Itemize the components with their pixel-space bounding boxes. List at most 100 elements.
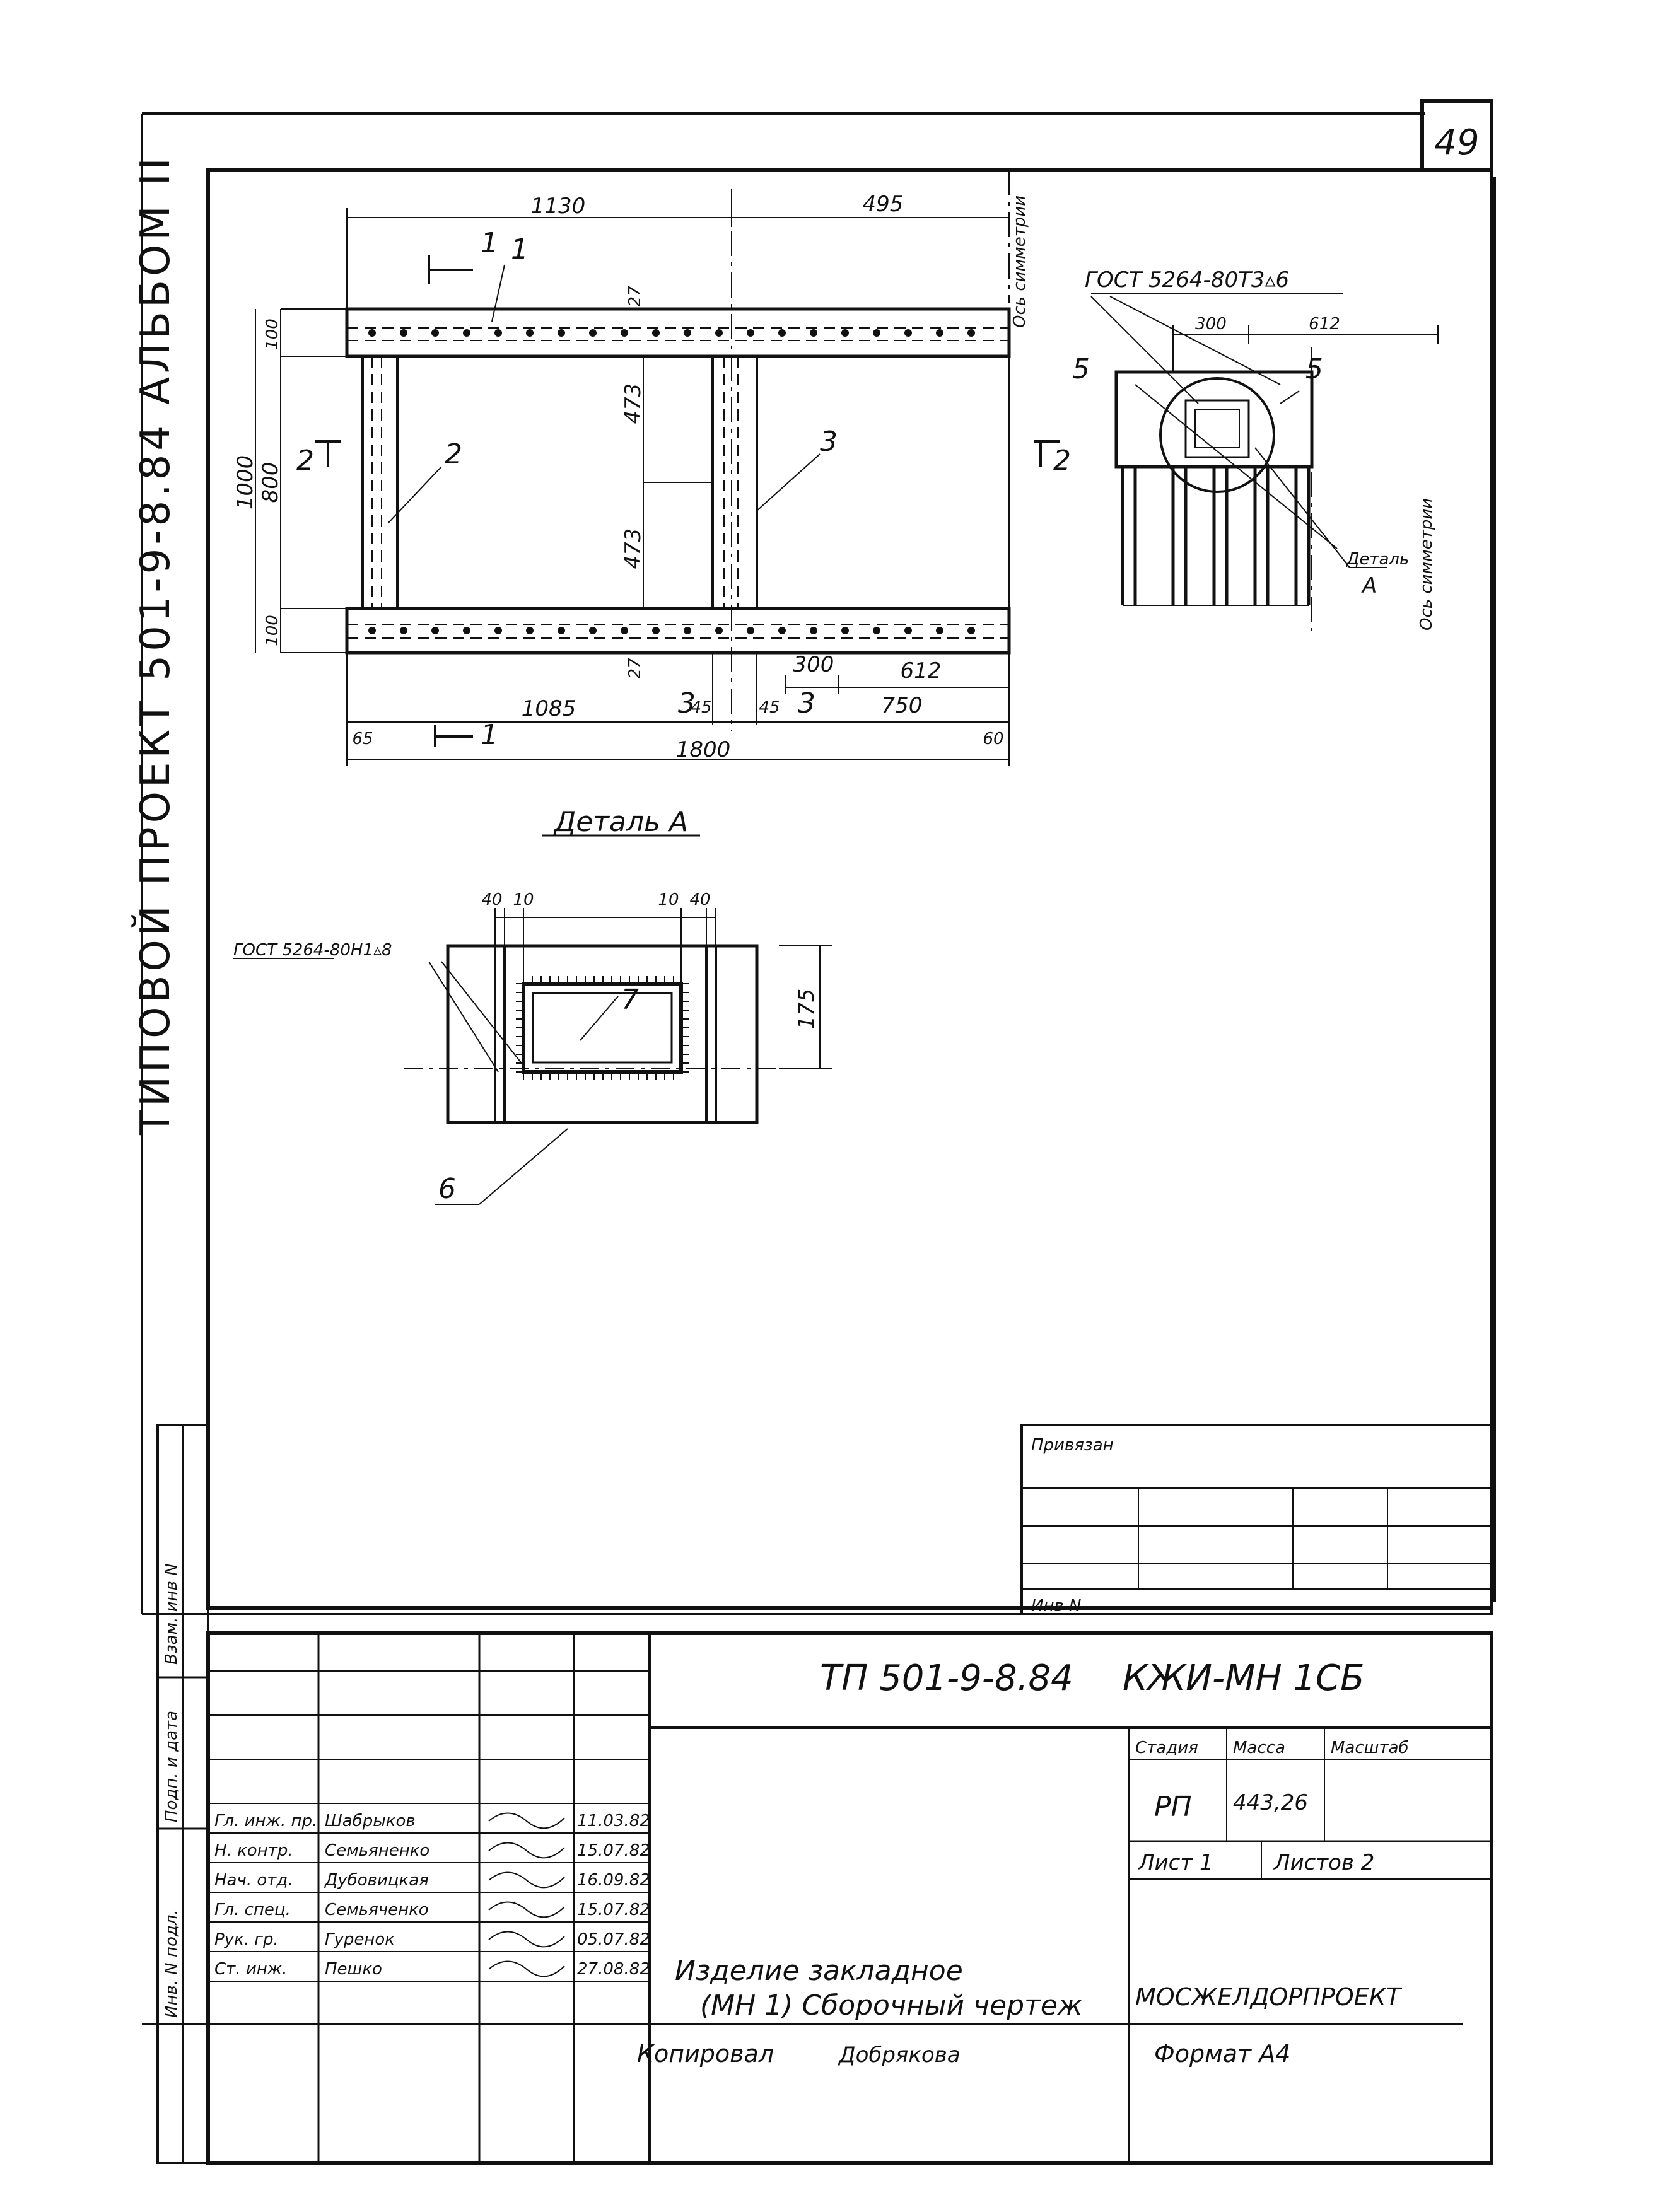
section3-mark-left: 3 [678, 687, 696, 719]
anchor-dot [400, 627, 407, 634]
organization-name: МОСЖЕЛДОРПРОЕКТ [1135, 1983, 1403, 2011]
signature-mark [488, 1931, 565, 1948]
dim-60: 60 [983, 730, 1003, 748]
left-strip-podp: Подп. и дата [162, 1711, 181, 1822]
stadia-value: РП [1154, 1791, 1192, 1823]
dim-65: 65 [352, 730, 373, 748]
anchor-dot [873, 627, 880, 634]
anchor-dot [400, 329, 407, 337]
title-block-texts: Привязан Инв N ТП 501-9-8.84 КЖИ-МН 1СБ … [637, 1436, 1409, 2068]
anchor-dot [431, 627, 439, 634]
signer-name: Шабрыков [325, 1812, 416, 1831]
signature-mark [488, 1901, 565, 1918]
massa-value: 443,26 [1233, 1790, 1308, 1815]
signer-role: Рук. гр. [214, 1930, 279, 1949]
detail-a-title: Деталь А [553, 806, 688, 838]
anchor-dot [715, 329, 723, 337]
anchor-dot [778, 329, 786, 337]
signer-date: 05.07.82 [577, 1930, 650, 1949]
anchor-dot [431, 329, 439, 337]
dim-1800: 1800 [676, 737, 731, 762]
title-line-2: (МН 1) Сборочный чертеж [700, 1989, 1083, 2022]
left-bar [361, 355, 399, 610]
detail-a-texts: Деталь А ГОСТ 5264-80Н1▵8 40 10 10 40 17… [233, 806, 819, 1205]
anchor-dot [368, 329, 376, 337]
format-label: Формат А4 [1154, 2040, 1290, 2068]
detail-ref-label: Деталь [1346, 550, 1409, 569]
section2-mark-right: 2 [1053, 445, 1071, 477]
anchor-dot [526, 329, 534, 337]
main-label-texts: 1 1 2 2 3 3 1 2 3 Ось симметрии [296, 195, 1071, 751]
title-block [206, 1424, 1493, 2165]
position-3-label: 3 [820, 426, 838, 458]
anchor-dot [494, 329, 502, 337]
dim-750: 750 [882, 693, 923, 718]
anchor-dot [810, 329, 817, 337]
section-axis-label: Ось симметрии [1417, 498, 1436, 631]
signer-role: Нач. отд. [214, 1871, 293, 1890]
section-pos5-right: 5 [1305, 353, 1323, 385]
signer-name: Гуренок [325, 1930, 395, 1949]
dim-300: 300 [793, 652, 834, 677]
anchor-dot [621, 627, 628, 634]
signer-date: 15.07.82 [577, 1841, 650, 1860]
privyazan-box [1020, 1424, 1493, 1615]
dim-495: 495 [863, 192, 904, 217]
signer-row-lines [208, 1633, 650, 1982]
dim-27-bottom: 27 [626, 658, 645, 679]
detail-a-dim-175: 175 [794, 989, 819, 1030]
anchor-dot [841, 627, 849, 634]
section3-mark-right: 3 [798, 687, 815, 719]
anchor-dot [936, 329, 943, 337]
main-axis-label: Ось симметрии [1010, 195, 1029, 328]
doc-code: ТП 501-9-8.84 [820, 1658, 1073, 1699]
detail-a-plate [446, 944, 759, 1124]
anchor-dot [810, 627, 817, 634]
main-view [345, 170, 1011, 731]
anchor-dot [526, 627, 534, 634]
anchor-dot [684, 329, 691, 337]
section1-mark-bottom: 1 [481, 719, 498, 751]
signature-mark [488, 1842, 565, 1859]
main-labels [315, 255, 1060, 747]
dim-100-bottom: 100 [263, 615, 282, 646]
massa-label: Масса [1233, 1738, 1285, 1757]
dim-1085: 1085 [522, 696, 576, 721]
dim-1130: 1130 [531, 194, 586, 219]
anchor-dot [621, 329, 628, 337]
detail-ref-letter: А [1361, 573, 1377, 598]
doc-mark: КЖИ-МН 1СБ [1123, 1658, 1365, 1699]
weld-ticks [516, 976, 689, 1080]
anchor-dot [715, 627, 723, 634]
signer-role: Ст. инж. [214, 1960, 287, 1979]
anchor-dot [558, 627, 565, 634]
dim-473-top: 473 [621, 383, 646, 424]
page-number: 49 [1434, 122, 1479, 163]
section-dim-300: 300 [1195, 315, 1227, 334]
signer-name: Дубовицкая [324, 1871, 429, 1890]
main-dim-texts: 1130 495 100 800 1000 100 27 473 473 27 … [233, 192, 1004, 762]
anchor-dot [494, 627, 502, 634]
anchor-dot [904, 627, 912, 634]
section-view [1090, 293, 1439, 631]
detail-a-gost-label: ГОСТ 5264-80Н1▵8 [233, 941, 392, 960]
dim-45-right: 45 [759, 698, 780, 717]
list-label: Лист 1 [1137, 1850, 1213, 1875]
copied-name: Добрякова [838, 2042, 961, 2068]
section1-mark-top: 1 [481, 227, 498, 259]
anchor-dot [652, 329, 660, 337]
signer-role: Гл. инж. пр. [214, 1812, 317, 1831]
title-line-1: Изделие закладное [675, 1955, 963, 1987]
signer-name: Семьяченко [325, 1901, 429, 1919]
stadia-label: Стадия [1135, 1738, 1198, 1757]
anchor-dot [589, 627, 597, 634]
dim-800: 800 [258, 462, 283, 503]
signer-name: Пешко [325, 1960, 382, 1979]
privyazan-label: Привязан [1031, 1436, 1114, 1455]
position-1-label: 1 [511, 233, 529, 265]
album-spine-title: ТИПОВОЙ ПРОЕКТ 501-9-8.84 АЛЬБОМ II [131, 154, 179, 1136]
signer-date: 15.07.82 [577, 1901, 650, 1919]
detail-a-dim-10-right: 10 [658, 890, 679, 909]
